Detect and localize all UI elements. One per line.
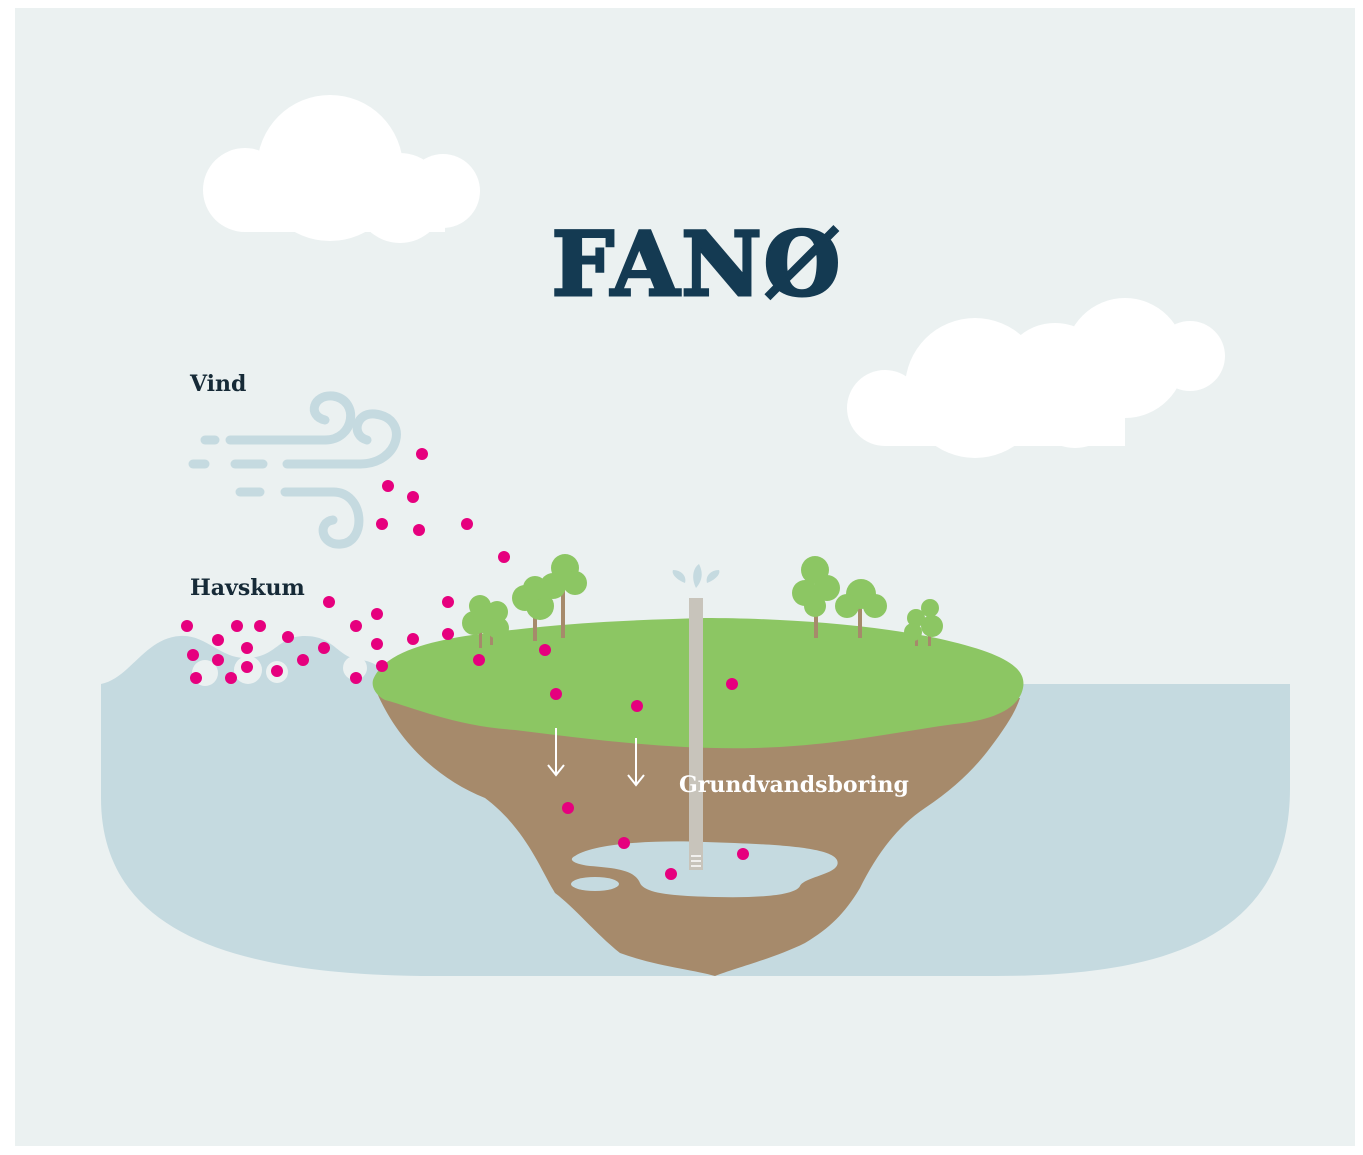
- well-pipe: [689, 598, 703, 870]
- tree-icon: [904, 599, 943, 646]
- wind-label: Vind: [190, 371, 247, 397]
- tree-icon: [792, 556, 840, 638]
- salt-particles: [181, 448, 749, 880]
- tree-icon: [462, 595, 509, 648]
- diagram-canvas: FANØ Vind Havskum Grundvandsboring: [15, 8, 1355, 1146]
- tree-icon: [835, 579, 887, 638]
- fano-scene: [101, 95, 1305, 976]
- groundwater-pool: [571, 877, 619, 891]
- sea-foam-label: Havskum: [190, 575, 305, 601]
- cloud-icon: [847, 298, 1225, 458]
- wave-icon: [995, 608, 1305, 684]
- down-arrow-icon: [627, 738, 645, 787]
- groundwater-pool: [571, 841, 838, 898]
- cloud-icon: [203, 95, 480, 243]
- tree-icon: [512, 554, 587, 641]
- water-splash-icon: [672, 564, 720, 588]
- well-label: Grundvandsboring: [679, 772, 909, 798]
- page-title: FANØ: [550, 212, 843, 316]
- wind-icon: [188, 391, 401, 549]
- down-arrow-icon: [547, 728, 565, 777]
